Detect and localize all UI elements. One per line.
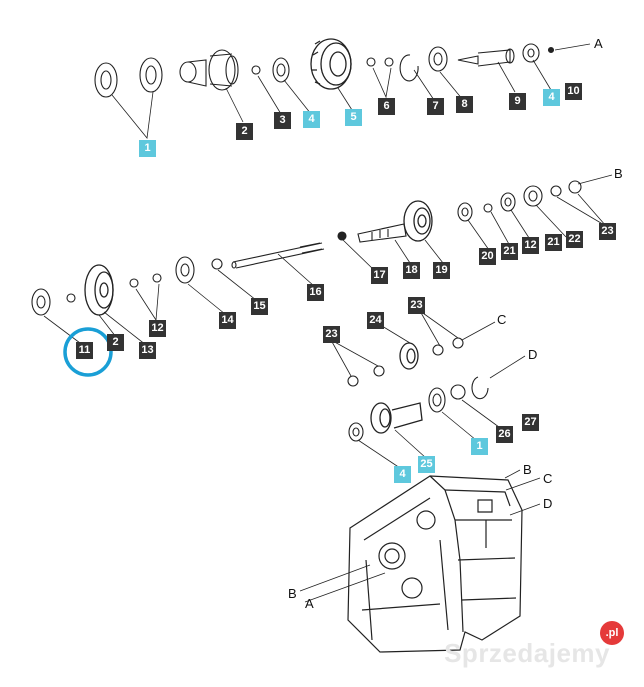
ring-12b [152, 273, 162, 283]
ball-10 [547, 46, 555, 54]
gear-19 [403, 200, 433, 242]
callout-12: 12 [522, 237, 539, 254]
bearing-4b [522, 43, 540, 63]
callout-5: 5 [345, 109, 362, 126]
snap-ring-27 [471, 376, 489, 400]
callout-13: 13 [139, 342, 156, 359]
callout-10: 10 [565, 83, 582, 100]
ref-letter-a: A [594, 36, 603, 51]
washer-23 [568, 180, 582, 194]
ring-6a [366, 57, 376, 67]
callout-23: 23 [599, 223, 616, 240]
ref-letter-d: D [528, 347, 538, 362]
ring-6b [384, 57, 394, 67]
callout-26: 26 [496, 426, 513, 443]
callout-24: 24 [367, 312, 384, 329]
callout-17: 17 [371, 267, 388, 284]
bearing-4c [348, 422, 364, 442]
callout-12b: 12 [149, 320, 166, 337]
ring-12 [129, 278, 139, 288]
bearing-pair-1 [94, 57, 163, 98]
gearbox-housing [347, 475, 523, 653]
callout-2b: 2 [107, 334, 124, 351]
leader-lines [43, 43, 613, 603]
ball-17 [337, 231, 347, 241]
ref-letter-a2: A [305, 596, 314, 611]
washer-23e [452, 337, 464, 349]
callout-1b: 1 [471, 438, 488, 455]
callout-19: 19 [433, 262, 450, 279]
bearing-11-left [31, 288, 51, 316]
callout-21b: 21 [545, 234, 562, 251]
bearing-1-lower [428, 387, 446, 413]
shaft-18 [357, 223, 407, 243]
callout-4: 4 [303, 111, 320, 128]
callout-1: 1 [139, 140, 156, 157]
bearing-20 [457, 202, 473, 222]
callout-4b: 4 [543, 89, 560, 106]
highlight-circle [63, 327, 113, 377]
bearing-14 [175, 256, 195, 284]
callout-21: 21 [501, 243, 518, 260]
callout-25: 25 [418, 456, 435, 473]
callout-7: 7 [427, 98, 444, 115]
callout-27: 27 [522, 414, 539, 431]
gear-24 [399, 342, 419, 370]
gear-21b [523, 185, 543, 207]
watermark-badge: .pl [600, 621, 624, 645]
gear-2-lower [84, 264, 114, 316]
washer-23b [347, 375, 359, 387]
clutch-hub-5 [310, 38, 352, 90]
callout-9: 9 [509, 93, 526, 110]
bearing-4a [272, 57, 290, 83]
snap-ring-7 [399, 54, 419, 82]
callout-6: 6 [378, 98, 395, 115]
ring-3 [251, 65, 261, 75]
bearing-12a [500, 192, 516, 212]
callout-18: 18 [403, 262, 420, 279]
callout-23c: 23 [408, 297, 425, 314]
ring-left [66, 293, 76, 303]
watermark-text: Sprzedajemy [444, 638, 610, 668]
shaft-16 [231, 242, 325, 269]
shaft-9 [457, 48, 515, 67]
callout-11: 11 [76, 342, 93, 359]
callout-15: 15 [251, 298, 268, 315]
ref-letter-b: B [614, 166, 623, 181]
ring-21a [483, 203, 493, 213]
washer-22 [550, 185, 562, 197]
callout-3: 3 [274, 112, 291, 129]
ring-15 [211, 258, 223, 270]
ref-letter-c: C [497, 312, 507, 327]
ref-letter-b3: B [288, 586, 297, 601]
callout-4c: 4 [394, 466, 411, 483]
callout-8: 8 [456, 96, 473, 113]
gear-shaft-25 [370, 402, 423, 434]
callout-20: 20 [479, 248, 496, 265]
callout-2: 2 [236, 123, 253, 140]
washer-23c [373, 365, 385, 377]
callout-16: 16 [307, 284, 324, 301]
shaft-gear-2 [179, 49, 239, 91]
washer-23d [432, 344, 444, 356]
bearing-8 [428, 46, 448, 72]
ref-letter-d2: D [543, 496, 553, 511]
callout-14: 14 [219, 312, 236, 329]
callout-22: 22 [566, 231, 583, 248]
washer-26 [450, 384, 466, 400]
ref-letter-b2: B [523, 462, 532, 477]
ref-letter-c2: C [543, 471, 553, 486]
callout-23b: 23 [323, 326, 340, 343]
